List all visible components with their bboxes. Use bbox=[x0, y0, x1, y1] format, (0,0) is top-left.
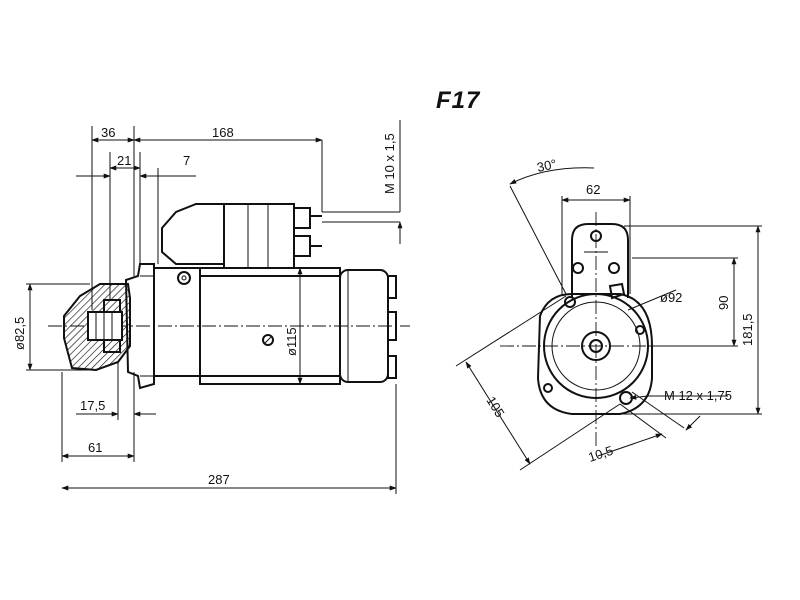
dim-thread-top: M 10 x 1,5 bbox=[382, 133, 397, 194]
dim-7: 7 bbox=[183, 153, 190, 168]
dim-dia82: ø82,5 bbox=[12, 317, 27, 350]
dim-105: 105 bbox=[483, 394, 507, 420]
dim-21: 21 bbox=[117, 153, 131, 168]
dim-181-5: 181,5 bbox=[740, 313, 755, 346]
solenoid-end bbox=[571, 223, 629, 298]
figure-title: F17 bbox=[436, 87, 481, 114]
end-view-body bbox=[536, 293, 653, 415]
side-view: 36 168 21 7 M 10 x 1,5 ø82,5 ø115 17,5 6… bbox=[12, 120, 410, 494]
dim-dia92: ø92 bbox=[660, 290, 682, 305]
dim-62: 62 bbox=[586, 182, 600, 197]
dim-17-5: 17,5 bbox=[80, 398, 105, 413]
dim-168: 168 bbox=[212, 125, 234, 140]
solenoid bbox=[161, 203, 225, 265]
dim-287: 287 bbox=[208, 472, 230, 487]
end-view: 30° 62 ø92 90 181,5 105 10,5 M 12 x 1,75 bbox=[455, 156, 762, 471]
dim-angle-30: 30° bbox=[536, 156, 558, 175]
mounting-flange bbox=[124, 263, 155, 390]
dim-36: 36 bbox=[101, 125, 115, 140]
dim-90: 90 bbox=[716, 296, 731, 310]
dim-thread-bottom: M 12 x 1,75 bbox=[664, 388, 732, 403]
pinion bbox=[87, 311, 123, 341]
end-view-circle bbox=[543, 293, 649, 399]
dim-61: 61 bbox=[88, 440, 102, 455]
dim-10-5: 10,5 bbox=[586, 443, 615, 465]
dim-dia115: ø115 bbox=[284, 327, 299, 356]
